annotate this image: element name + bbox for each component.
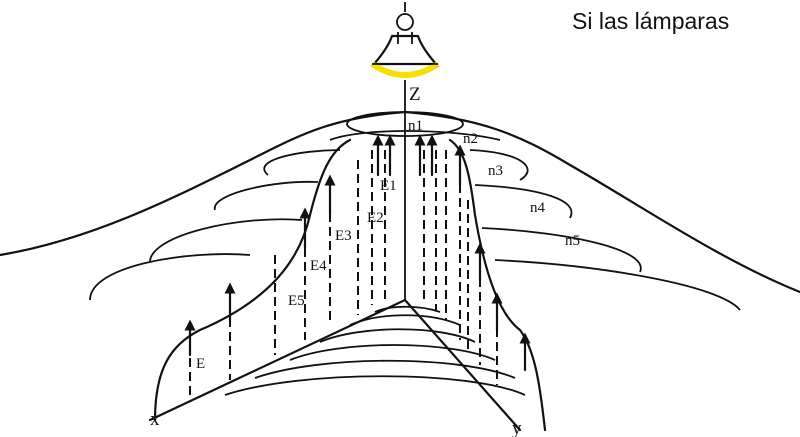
- label-n3: n3: [488, 163, 503, 179]
- label-n4: n4: [530, 200, 546, 216]
- label-z: Z: [409, 84, 421, 105]
- label-e4: E4: [310, 258, 327, 274]
- label-e: E: [196, 356, 205, 372]
- label-n5: n5: [565, 233, 580, 249]
- lamp-icon: [372, 2, 438, 75]
- label-n1: n1: [408, 118, 423, 134]
- label-n2: n2: [463, 131, 478, 147]
- dashed-verticals: [190, 150, 497, 395]
- y-axis: [405, 300, 520, 430]
- contour-n6: [90, 254, 740, 310]
- label-x: x: [150, 409, 160, 430]
- label-e5: E5: [288, 293, 305, 309]
- x-axis: [150, 300, 405, 420]
- label-y: y: [512, 418, 522, 437]
- label-e3: E3: [335, 228, 352, 244]
- label-e1: E1: [380, 178, 397, 194]
- lamp-light-glow: [372, 64, 438, 75]
- label-e2: E2: [367, 210, 384, 226]
